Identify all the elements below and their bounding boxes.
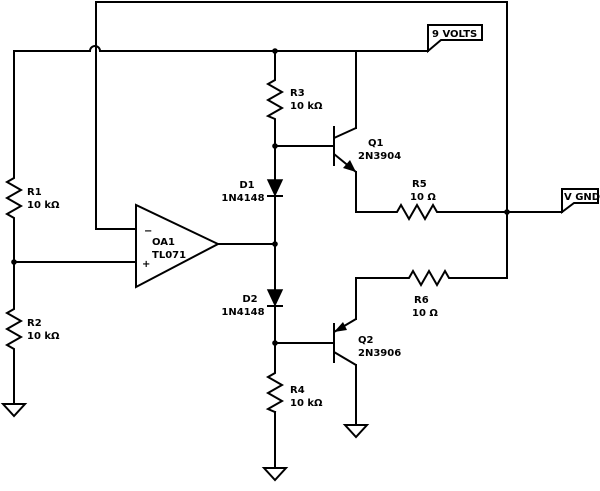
q2-ref: Q2 <box>358 335 374 346</box>
r2-value: 10 kΩ <box>27 331 60 342</box>
wire-feedback <box>95 1 508 279</box>
r3-value: 10 kΩ <box>290 101 323 112</box>
wire-q2-emitter <box>355 277 406 320</box>
r3-ref: R3 <box>290 88 305 99</box>
net-label-9-volts: 9 VOLTS <box>427 24 483 54</box>
r6-ref: R6 <box>414 295 429 306</box>
r6-value: 10 Ω <box>412 308 438 319</box>
junctions <box>11 48 510 346</box>
resistor-r6: R6 10 Ω <box>404 268 453 319</box>
r4-ref: R4 <box>290 385 305 396</box>
junction-output <box>504 209 510 215</box>
junction-q2-base <box>272 340 278 346</box>
r1-value: 10 kΩ <box>27 200 60 211</box>
q1-ref: Q1 <box>368 138 384 149</box>
resistor-r3: R3 10 kΩ <box>265 74 323 121</box>
d2-ref: D2 <box>242 294 257 305</box>
resistor-r4: R4 10 kΩ <box>265 367 323 414</box>
diode-d1: D1 1N4148 <box>221 179 284 204</box>
net-label-v-gnd: V GND <box>561 188 600 214</box>
net-label-9-volts-text: 9 VOLTS <box>432 29 477 40</box>
transistor-q1: Q1 2N3904 <box>333 126 401 173</box>
opamp-oa1: − + OA1 TL071 <box>135 203 221 289</box>
transistor-q2: Q2 2N3906 <box>333 318 401 366</box>
d1-value: 1N4148 <box>221 193 264 204</box>
r2-ref: R2 <box>27 318 42 329</box>
ground-symbol-bottom <box>261 467 289 482</box>
r5-ref: R5 <box>412 179 427 190</box>
r5-value: 10 Ω <box>410 192 436 203</box>
ground-symbol-left <box>0 403 28 418</box>
wire-q1-emitter <box>355 171 394 213</box>
junction-q1-base <box>272 143 278 149</box>
junction-rail-r3 <box>272 48 278 54</box>
oa1-ref: OA1 <box>152 237 175 248</box>
r4-value: 10 kΩ <box>290 398 323 409</box>
d2-value: 1N4148 <box>221 307 264 318</box>
resistor-r5: R5 10 Ω <box>392 179 441 222</box>
diode-d2: D2 1N4148 <box>221 289 284 318</box>
ground-symbol-q2 <box>342 424 370 439</box>
wires <box>13 1 563 469</box>
resistor-r2: R2 10 kΩ <box>4 303 60 353</box>
supply-rail <box>13 45 429 52</box>
opamp-noninv-sign: + <box>142 259 150 270</box>
d1-ref: D1 <box>239 180 254 191</box>
junction-divider <box>11 259 17 265</box>
resistor-r1: R1 10 kΩ <box>4 172 60 223</box>
net-label-v-gnd-text: V GND <box>564 192 600 203</box>
q1-value: 2N3904 <box>358 151 401 162</box>
r1-ref: R1 <box>27 187 42 198</box>
oa1-value: TL071 <box>152 250 186 261</box>
junction-opamp-out <box>272 241 278 247</box>
q2-value: 2N3906 <box>358 348 401 359</box>
opamp-inv-sign: − <box>144 226 152 237</box>
